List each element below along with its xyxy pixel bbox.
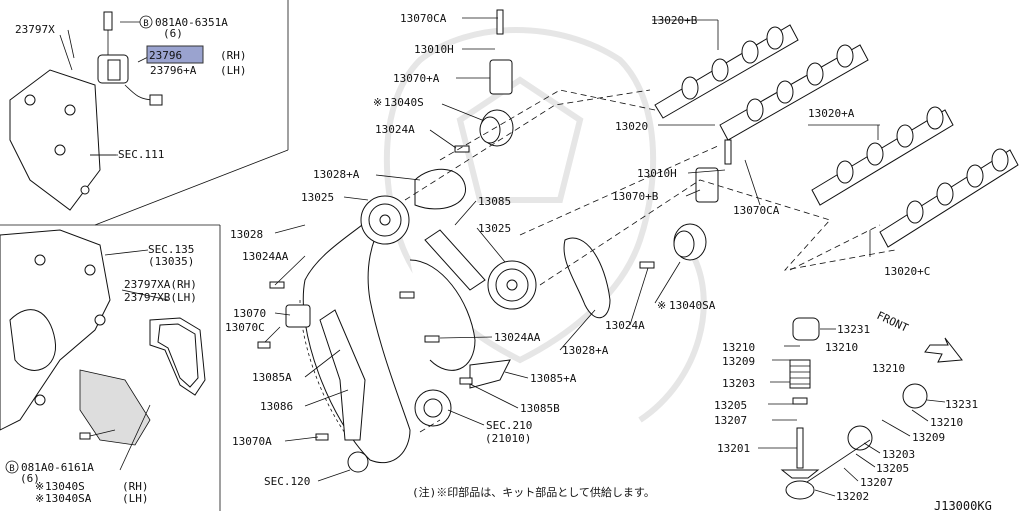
label-13070a: 13070+A bbox=[393, 72, 440, 85]
label-13020a: 13020+A bbox=[808, 107, 855, 120]
label-13070b: 13070+B bbox=[612, 190, 659, 203]
b-circle-top: B bbox=[143, 19, 148, 29]
label-bolt-bottom: 081A0-6161A bbox=[21, 461, 94, 474]
label-13085: 13085 bbox=[478, 195, 511, 208]
label-13209-a: 13209 bbox=[722, 355, 755, 368]
label-13040sa: 13040SA bbox=[669, 299, 716, 312]
label-13024aa-left: 13024AA bbox=[242, 250, 289, 263]
kit-mark-13040sa-left: ※ bbox=[35, 492, 44, 505]
label-13070: 13070 bbox=[233, 307, 266, 320]
label-13231-a: 13231 bbox=[837, 323, 870, 336]
label-13020: 13020 bbox=[615, 120, 648, 133]
label-13040s: 13040S bbox=[384, 96, 424, 109]
label-sec135: SEC.135 bbox=[148, 243, 194, 256]
label-23797xa: 23797XA(RH) bbox=[124, 278, 197, 291]
kit-mark-13040s-left: ※ bbox=[35, 480, 44, 493]
label-13028a: 13028+A bbox=[313, 168, 360, 181]
label-13010h-top: 13010H bbox=[414, 43, 454, 56]
label-13070ca-top: 13070CA bbox=[400, 12, 447, 25]
b-circle-bottom: B bbox=[9, 464, 14, 474]
label-sec210-sub: (21010) bbox=[485, 432, 531, 445]
figure-code: J13000KG bbox=[934, 499, 992, 511]
label-lh-2: (LH) bbox=[122, 492, 149, 505]
label-13201: 13201 bbox=[717, 442, 750, 455]
label-13024aa-right: 13024AA bbox=[494, 331, 541, 344]
part-labels: 23797X 081A0-6351A (6) 23796 (RH) 23796+… bbox=[15, 12, 978, 505]
label-13203-b: 13203 bbox=[882, 448, 915, 461]
label-13085a-right: 13085+A bbox=[530, 372, 577, 385]
label-13210-b: 13210 bbox=[825, 341, 858, 354]
label-13020c: 13020+C bbox=[884, 265, 930, 278]
timing-chains bbox=[299, 168, 611, 464]
label-13205-b: 13205 bbox=[876, 462, 909, 475]
label-bolt-top-qty: (6) bbox=[163, 27, 183, 40]
label-13070ca-right: 13070CA bbox=[733, 204, 780, 217]
guides-tensioners-bolts bbox=[257, 9, 732, 441]
valve-train bbox=[780, 317, 928, 500]
label-13024a-top: 13024A bbox=[375, 123, 415, 136]
label-13040sa-left: 13040SA bbox=[45, 492, 92, 505]
sensor-cover-assembly bbox=[9, 11, 163, 211]
sprockets bbox=[347, 109, 707, 473]
label-sec210: SEC.210 bbox=[486, 419, 532, 432]
label-13025-right: 13025 bbox=[478, 222, 511, 235]
label-13070a-lower: 13070A bbox=[232, 435, 272, 448]
label-sec135-sub: (13035) bbox=[148, 255, 194, 268]
camshafts bbox=[654, 24, 1019, 248]
kit-mark-13040sa: ※ bbox=[657, 299, 666, 312]
label-sec120: SEC.120 bbox=[264, 475, 310, 488]
front-arrow bbox=[924, 337, 963, 363]
label-13010h-right: 13010H bbox=[637, 167, 677, 180]
label-rh-2: (RH) bbox=[122, 480, 149, 493]
leader-lines bbox=[67, 17, 946, 497]
label-23796a: 23796+A bbox=[150, 64, 197, 77]
label-front: FRONT bbox=[875, 309, 911, 335]
label-13207-b: 13207 bbox=[860, 476, 893, 489]
label-13205-a: 13205 bbox=[714, 399, 747, 412]
bolt-circle-markers: B B bbox=[5, 15, 153, 474]
label-13210-d: 13210 bbox=[930, 416, 963, 429]
highlighted-part-box bbox=[146, 45, 204, 64]
label-13210-c: 13210 bbox=[872, 362, 905, 375]
label-sec111: SEC.111 bbox=[118, 148, 164, 161]
kit-mark-13040s: ※ bbox=[373, 96, 382, 109]
label-13210-a: 13210 bbox=[722, 341, 755, 354]
label-13209-b: 13209 bbox=[912, 431, 945, 444]
kit-marks: ※ ※ ※ ※ bbox=[35, 96, 666, 505]
label-13040s-left: 13040S bbox=[45, 480, 85, 493]
label-13028a-right: 13028+A bbox=[562, 344, 609, 357]
label-13207-a: 13207 bbox=[714, 414, 747, 427]
label-23797xb: 23797XB(LH) bbox=[124, 291, 197, 304]
footnote: (注)※印部品は、キット部品として供給します。 bbox=[412, 485, 655, 499]
timing-cover-assembly bbox=[0, 229, 206, 471]
label-13203-a: 13203 bbox=[722, 377, 755, 390]
label-bolt-top: 081A0-6351A bbox=[155, 16, 228, 29]
panel-dividers bbox=[0, 0, 289, 511]
label-13231-b: 13231 bbox=[945, 398, 978, 411]
label-13028: 13028 bbox=[230, 228, 263, 241]
dashed-leaders bbox=[404, 89, 896, 433]
label-23796: 23796 bbox=[149, 49, 182, 62]
label-13085a: 13085A bbox=[252, 371, 292, 384]
label-13085b: 13085B bbox=[520, 402, 560, 415]
label-rh-1: (RH) bbox=[220, 49, 247, 62]
label-13202: 13202 bbox=[836, 490, 869, 503]
label-bolt-bottom-qty: (6) bbox=[20, 472, 40, 485]
label-13086: 13086 bbox=[260, 400, 293, 413]
label-13025-left: 13025 bbox=[301, 191, 334, 204]
label-13070c: 13070C bbox=[225, 321, 265, 334]
label-lh-1: (LH) bbox=[220, 64, 247, 77]
label-23797x: 23797X bbox=[15, 23, 55, 36]
label-13020b: 13020+B bbox=[651, 14, 698, 27]
label-13024a-right: 13024A bbox=[605, 319, 645, 332]
